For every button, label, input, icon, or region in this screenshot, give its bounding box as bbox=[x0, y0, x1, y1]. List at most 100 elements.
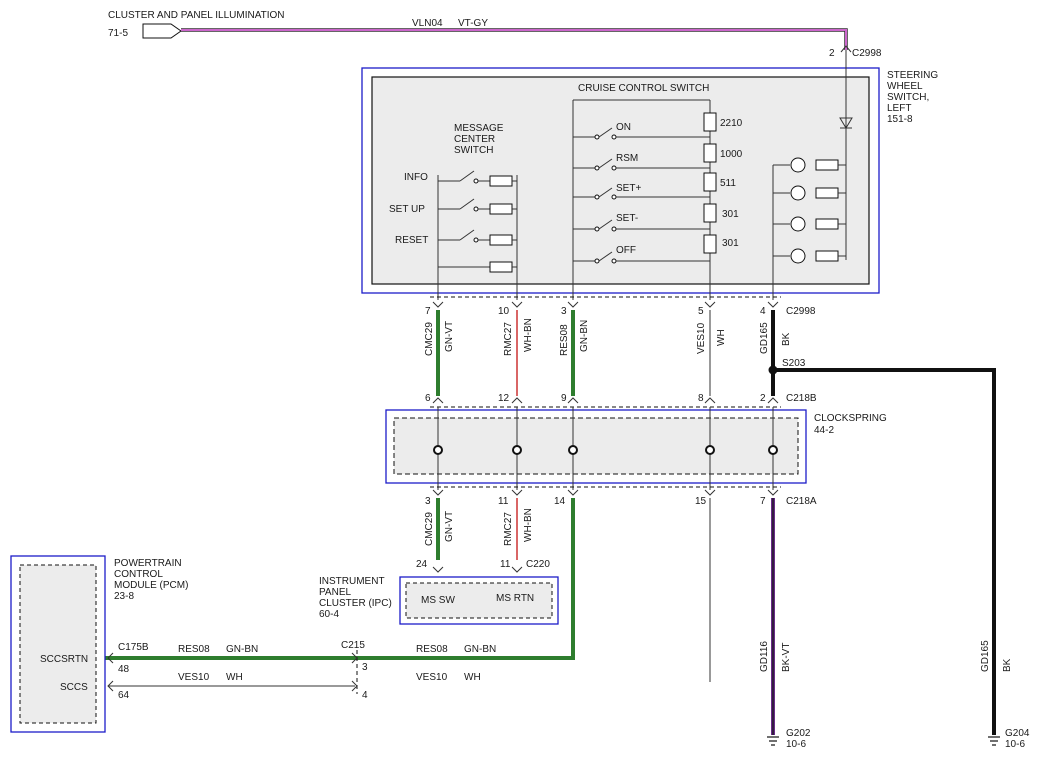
g204-ref: 10-6 bbox=[1005, 739, 1025, 750]
c218a-terminal-icons bbox=[432, 489, 779, 496]
cmc29-color-label: GN-VT bbox=[444, 321, 455, 352]
vln04-wire-outline bbox=[181, 28, 848, 50]
res08-right-circuit: RES08 bbox=[416, 644, 448, 655]
c218a-pin-7: 7 bbox=[760, 496, 766, 507]
cmc29-lower-circuit: CMC29 bbox=[424, 512, 435, 546]
illumination-ref: 71-5 bbox=[108, 28, 128, 39]
msg-resistor-bottom bbox=[438, 261, 517, 273]
steering-title-5: 151-8 bbox=[887, 114, 913, 125]
g204-color-label: BK bbox=[1002, 658, 1013, 672]
c175b-pin-64: 64 bbox=[118, 690, 130, 701]
c218b-pin-2: 2 bbox=[760, 393, 766, 404]
pcm-housing bbox=[19, 564, 97, 724]
rmc27-lower-color: WH-BN bbox=[523, 508, 534, 542]
g204-circuit-label: GD165 bbox=[980, 640, 991, 672]
steering-title-2: WHEEL bbox=[887, 81, 923, 92]
steering-title-3: SWITCH, bbox=[887, 92, 929, 103]
illumination-connector-icon bbox=[142, 23, 182, 39]
c2998-top-connector: C2998 bbox=[852, 48, 882, 59]
g202-ref: 10-6 bbox=[786, 739, 806, 750]
c2998-pin-5: 5 bbox=[698, 306, 704, 317]
cruise-switch-off: OFF 301 bbox=[573, 234, 739, 264]
g204-name: G204 bbox=[1005, 728, 1030, 739]
cruise-rsm-label: RSM bbox=[616, 153, 638, 164]
gd165-ground-wire bbox=[773, 368, 996, 735]
steering-title-1: STEERING bbox=[887, 70, 938, 81]
ipc-box bbox=[399, 576, 559, 625]
c215-pin-3: 3 bbox=[362, 662, 368, 673]
ves10-left-color: WH bbox=[226, 672, 243, 683]
c2998-top-terminal-icon bbox=[840, 45, 852, 53]
msg-switch-info: INFO bbox=[404, 170, 517, 187]
led-row-3 bbox=[773, 216, 846, 232]
cruise-switch-rsm: RSM 1000 bbox=[573, 143, 743, 171]
cruise-rsm-ohms: 1000 bbox=[720, 149, 743, 160]
ipc-title-3: CLUSTER (IPC) bbox=[319, 598, 392, 609]
c218b-pin-8: 8 bbox=[698, 393, 704, 404]
cruise-setplus-label: SET+ bbox=[616, 183, 641, 194]
ipc-housing bbox=[405, 582, 553, 619]
g202-ground-icon bbox=[767, 736, 779, 746]
pcm-title-4: 23-8 bbox=[114, 591, 134, 602]
c218b-terminal-icons bbox=[432, 397, 779, 404]
clockspring-housing bbox=[393, 417, 799, 475]
ipc-title-4: 60-4 bbox=[319, 609, 339, 620]
res08-left-color: GN-BN bbox=[226, 644, 258, 655]
res08-circuit-label: RES08 bbox=[559, 324, 570, 356]
pcm-title-2: CONTROL bbox=[114, 569, 163, 580]
msg-setup-label: SET UP bbox=[389, 204, 425, 215]
gd165-circuit-label: GD165 bbox=[759, 322, 770, 354]
pcm-title-3: MODULE (PCM) bbox=[114, 580, 188, 591]
c2998-pin-10: 10 bbox=[498, 306, 510, 317]
c218a-pin-15: 15 bbox=[695, 496, 707, 507]
c218a-pin-14: 14 bbox=[554, 496, 566, 507]
c218a-connector: C218A bbox=[786, 496, 817, 507]
led-row-4 bbox=[773, 248, 846, 264]
gd116-color-label: BK-VT bbox=[781, 643, 792, 672]
clockspring-pass-through bbox=[433, 407, 778, 490]
g202-name: G202 bbox=[786, 728, 811, 739]
ves10-color-label: WH bbox=[716, 329, 727, 346]
ipc-title-2: PANEL bbox=[319, 587, 351, 598]
gd116-circuit-label: GD116 bbox=[759, 641, 770, 672]
g204-ground-icon bbox=[988, 736, 1000, 746]
c220-pin-24: 24 bbox=[416, 559, 428, 570]
c2998-pin-7: 7 bbox=[425, 306, 431, 317]
res08-color-label: GN-BN bbox=[579, 320, 590, 352]
cmc29-lower-color: GN-VT bbox=[444, 511, 455, 542]
pcm-pin-sccs: SCCS bbox=[60, 682, 88, 693]
res08-right-color: GN-BN bbox=[464, 644, 496, 655]
c215-terminal-icons bbox=[351, 652, 358, 692]
c218b-pin-6: 6 bbox=[425, 393, 431, 404]
ipc-pin-mssw: MS SW bbox=[421, 595, 455, 606]
pcm-box bbox=[10, 555, 106, 733]
steering-title-4: LEFT bbox=[887, 103, 911, 114]
c220-terminal-icons bbox=[432, 566, 523, 573]
cruise-setminus-label: SET- bbox=[616, 213, 638, 224]
ves10-right-circuit: VES10 bbox=[416, 672, 448, 683]
c215-connector: C215 bbox=[341, 640, 365, 651]
rmc27-color-label: WH-BN bbox=[523, 318, 534, 352]
cruise-switch-on: ON 2210 bbox=[573, 112, 743, 140]
ipc-pin-msrtn: MS RTN bbox=[496, 593, 534, 604]
c220-connector: C220 bbox=[526, 559, 550, 570]
pcm-title-1: POWERTRAIN bbox=[114, 558, 182, 569]
vln04-circuit: VLN04 bbox=[412, 18, 443, 29]
vln04-wire bbox=[181, 29, 847, 50]
c175b-connector: C175B bbox=[118, 642, 149, 653]
c218b-connector: C218B bbox=[786, 393, 817, 404]
msg-title-3: SWITCH bbox=[454, 145, 493, 156]
cruise-on-label: ON bbox=[616, 122, 631, 133]
cruise-off-label: OFF bbox=[616, 245, 636, 256]
c2998-pin-3: 3 bbox=[561, 306, 567, 317]
rmc27-lower-circuit: RMC27 bbox=[503, 512, 514, 546]
gd165-color-label: BK bbox=[781, 332, 792, 346]
c218b-pin-12: 12 bbox=[498, 393, 510, 404]
ves10-circuit-label: VES10 bbox=[696, 322, 707, 354]
res08-left-circuit: RES08 bbox=[178, 644, 210, 655]
s203-label: S203 bbox=[782, 358, 806, 369]
diode-icon bbox=[839, 117, 853, 129]
c2998-pin-4: 4 bbox=[760, 306, 766, 317]
illumination-label: CLUSTER AND PANEL ILLUMINATION bbox=[108, 10, 285, 21]
